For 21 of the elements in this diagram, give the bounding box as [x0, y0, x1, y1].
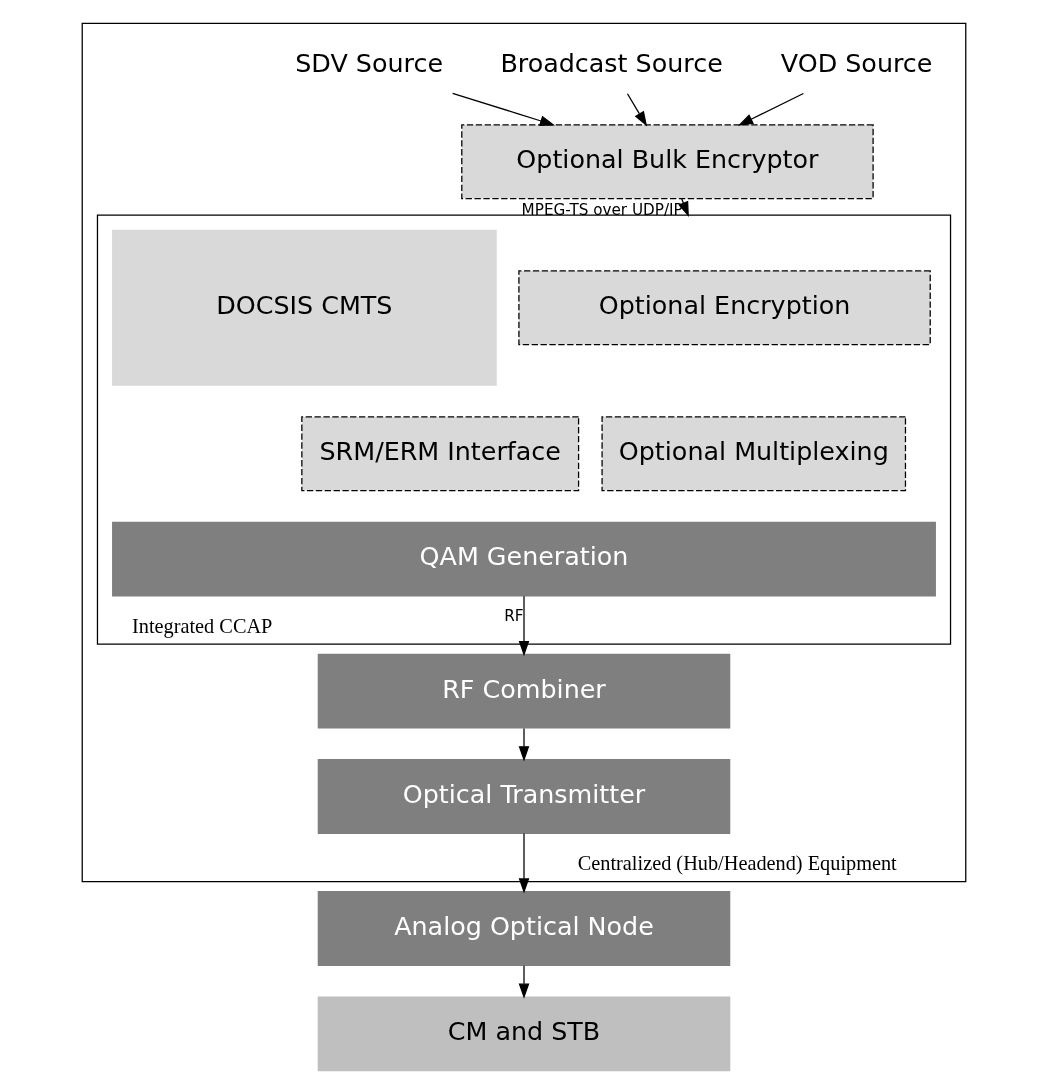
arrow: [737, 92, 804, 126]
arrow: [518, 727, 529, 762]
arrow: [518, 965, 529, 999]
node-box: CM and STB: [317, 996, 730, 1072]
node-text: Broadcast Source: [499, 48, 723, 79]
arrow: [626, 93, 647, 127]
node-box: Optional Encryption: [517, 270, 931, 346]
node-text: SDV Source: [294, 48, 443, 79]
node-box: Optional Multiplexing: [600, 416, 906, 492]
node-text: VOD Source: [780, 48, 932, 79]
node-box: QAM Generation: [111, 521, 936, 597]
node-box: Optical Transmitter: [317, 759, 730, 834]
node-box: RF Combiner: [317, 653, 730, 729]
node-box: DOCSIS CMTS: [111, 229, 497, 386]
arrow: [518, 595, 529, 657]
edge-label: RF: [503, 606, 524, 625]
arrow: [518, 832, 529, 894]
node-box: Optional Bulk Encryptor: [460, 124, 874, 200]
node-box: SRM/ERM Interface: [300, 416, 579, 492]
node-box: Analog Optical Node: [317, 891, 730, 966]
arrow: [451, 92, 555, 126]
